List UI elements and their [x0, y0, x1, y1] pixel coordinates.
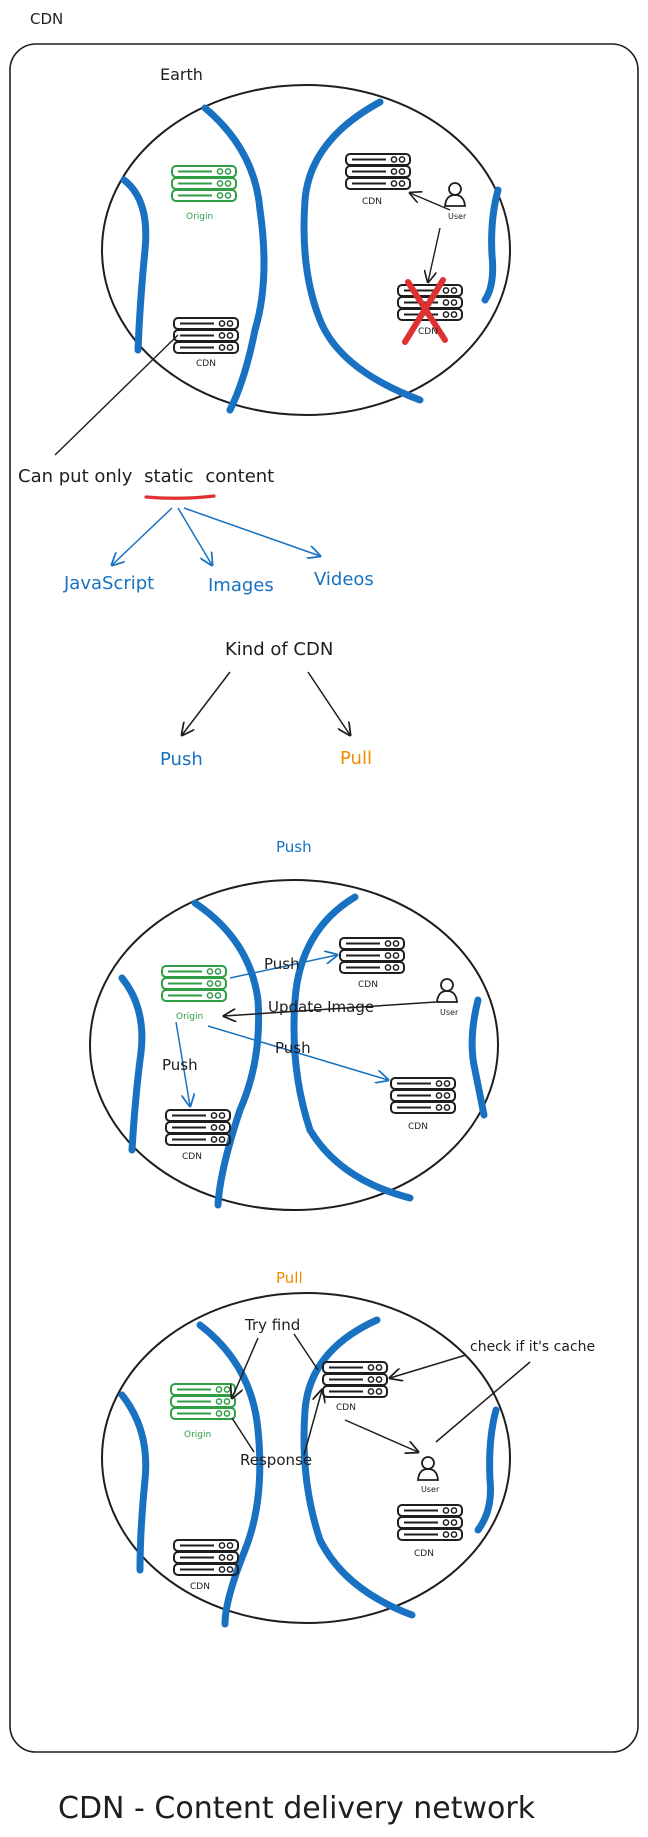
push-rivers: [118, 893, 488, 1209]
push-cdn-server-icon-bottom: [165, 1109, 231, 1146]
static-content-suffix: content: [205, 466, 274, 487]
push-cdn-label-right: CDN: [408, 1122, 428, 1132]
static-underline: [144, 494, 216, 500]
static-content-pointer-line: [54, 334, 179, 456]
pull-response-to-cdn-arrow: [303, 1390, 322, 1456]
push-cdn-server-icon-top: [339, 937, 405, 974]
pull-cdn-server-icon-top: [322, 1361, 388, 1398]
pull-user-label: User: [421, 1485, 440, 1494]
example-videos: Videos: [314, 569, 374, 590]
earth-origin-label: Origin: [186, 212, 213, 222]
pull-section-title: Pull: [276, 1269, 303, 1287]
pull-origin-to-response-line: [231, 1417, 255, 1453]
earth-user-to-cdn-arrow: [410, 193, 451, 211]
push-user-icon: [436, 978, 458, 1003]
push-globe: [89, 879, 499, 1211]
push-update-image-label: Update Image: [268, 998, 374, 1016]
kind-of-cdn-title: Kind of CDN: [225, 639, 333, 660]
kind-pull-label: Pull: [340, 748, 372, 769]
pull-cdn-to-user-arrow: [344, 1419, 418, 1452]
pull-cdn-label-right: CDN: [414, 1549, 434, 1559]
push-origin-label: Origin: [176, 1012, 203, 1022]
earth-cdn-label-left: CDN: [196, 359, 216, 369]
push-origin-to-top-cdn-arrow: [229, 955, 337, 979]
earth-user-to-failed-cdn-arrow: [428, 227, 441, 282]
pull-cdn-label-top: CDN: [336, 1403, 356, 1413]
push-user-to-origin-arrow: [224, 1001, 437, 1016]
push-user-label: User: [440, 1008, 459, 1017]
earth-cdn-server-icon-left: [173, 317, 239, 354]
push-label-middle: Push: [275, 1039, 311, 1057]
push-origin-server-icon: [161, 965, 227, 1002]
earth-failed-cdn-cross-icon: [402, 277, 448, 345]
outer-frame: [9, 43, 639, 1753]
earth-user-icon: [444, 182, 466, 207]
pull-origin-label: Origin: [184, 1430, 211, 1440]
static-examples-arrows: [112, 507, 320, 565]
pull-try-find-to-cdn-line: [293, 1333, 319, 1371]
kind-to-push-arrow: [182, 671, 231, 735]
static-content-text: Can put only static content: [18, 466, 274, 487]
earth-title: Earth: [160, 65, 203, 84]
pull-origin-server-icon: [170, 1383, 236, 1420]
push-cdn-label-top: CDN: [358, 980, 378, 990]
push-cdn-label-bottom: CDN: [182, 1152, 202, 1162]
earth-cdn-server-icon-right: [345, 153, 411, 190]
pull-globe: [101, 1292, 511, 1624]
example-javascript: JavaScript: [63, 573, 154, 594]
frame-label: CDN: [30, 10, 63, 28]
pull-try-find-to-origin-arrow: [232, 1337, 259, 1398]
pull-rivers: [118, 1316, 500, 1628]
push-label-left: Push: [162, 1056, 198, 1074]
earth-globe: [101, 84, 511, 416]
earth-rivers: [120, 98, 502, 414]
push-label-top: Push: [264, 955, 300, 973]
pull-user-icon: [417, 1456, 439, 1481]
push-section-title: Push: [276, 838, 312, 856]
kind-push-label: Push: [160, 749, 203, 770]
pull-cdn-label-left: CDN: [190, 1582, 210, 1592]
earth-origin-server-icon: [171, 165, 237, 202]
earth-user-label: User: [448, 212, 467, 221]
earth-cdn-label-right: CDN: [362, 197, 382, 207]
pull-check-cache-to-cdn-arrow: [390, 1354, 467, 1378]
pull-try-find-label: Try find: [244, 1316, 300, 1334]
push-origin-to-right-cdn-arrow: [207, 1025, 388, 1080]
push-origin-to-bottom-cdn-arrow: [175, 1021, 190, 1106]
earth-failed-cdn-label: CDN: [418, 327, 438, 337]
kind-to-pull-arrow: [307, 671, 350, 735]
pull-user-to-check-cache-line: [435, 1361, 531, 1443]
push-cdn-server-icon-right: [390, 1077, 456, 1114]
example-images: Images: [208, 575, 274, 596]
static-content-highlight: static: [144, 466, 193, 487]
pull-check-cache-label: check if it's cache: [470, 1339, 595, 1355]
pull-cdn-server-icon-left: [173, 1539, 239, 1576]
static-content-prefix: Can put only: [18, 466, 133, 487]
pull-response-label: Response: [240, 1451, 312, 1469]
pull-cdn-server-icon-right: [397, 1504, 463, 1541]
footer-title: CDN - Content delivery network: [58, 1791, 536, 1826]
